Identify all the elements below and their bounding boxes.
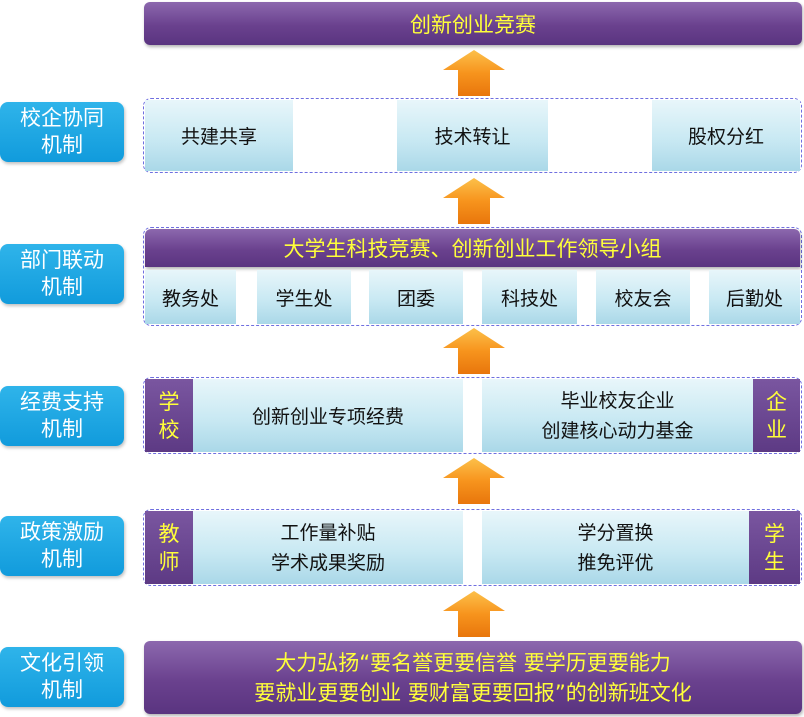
top-banner-text: 创新创业竞赛 xyxy=(410,12,536,37)
tag-student: 学 生 xyxy=(749,511,800,584)
cell-logistics: 后勤处 xyxy=(709,270,800,324)
cell-special-fund: 创新创业专项经费 xyxy=(193,379,463,452)
up-arrow-icon xyxy=(443,178,505,224)
tag-enterprise: 企 业 xyxy=(753,379,800,452)
mechanism-culture-guidance: 文化引领 机制 xyxy=(0,647,124,707)
cell-tech-transfer: 技术转让 xyxy=(397,100,548,171)
leading-group-banner: 大学生科技竞赛、创新创业工作领导小组 xyxy=(145,229,800,267)
cell-co-build-share: 共建共享 xyxy=(145,100,293,171)
cell-alumni-association: 校友会 xyxy=(596,270,690,324)
cell-science-tech: 科技处 xyxy=(482,270,577,324)
top-banner-competition: 创新创业竞赛 xyxy=(144,2,802,45)
mechanism-school-enterprise: 校企协同 机制 xyxy=(0,102,124,162)
culture-banner: 大力弘扬“要名誉更要信誉 要学历更要能力 要就业更要创业 要财富更要回报”的创新… xyxy=(144,641,802,714)
mechanism-funding-support: 经费支持 机制 xyxy=(0,386,124,446)
cell-teacher-rewards: 工作量补贴 学术成果奖励 xyxy=(193,511,463,584)
up-arrow-icon xyxy=(443,328,505,374)
mechanism-policy-incentive: 政策激励 机制 xyxy=(0,516,124,576)
tag-school: 学 校 xyxy=(145,379,193,452)
cell-student-rewards: 学分置换 推免评优 xyxy=(482,511,749,584)
up-arrow-icon xyxy=(443,50,505,96)
up-arrow-icon xyxy=(443,458,505,504)
cell-equity-dividend: 股权分红 xyxy=(652,100,800,171)
cell-youth-league: 团委 xyxy=(369,270,463,324)
tag-teacher: 教 师 xyxy=(145,511,193,584)
mechanism-department-linkage: 部门联动 机制 xyxy=(0,244,124,304)
cell-alumni-enterprise-fund: 毕业校友企业 创建核心动力基金 xyxy=(482,379,753,452)
cell-student-affairs: 学生处 xyxy=(257,270,351,324)
cell-academic-affairs: 教务处 xyxy=(145,270,236,324)
up-arrow-icon xyxy=(443,591,505,637)
